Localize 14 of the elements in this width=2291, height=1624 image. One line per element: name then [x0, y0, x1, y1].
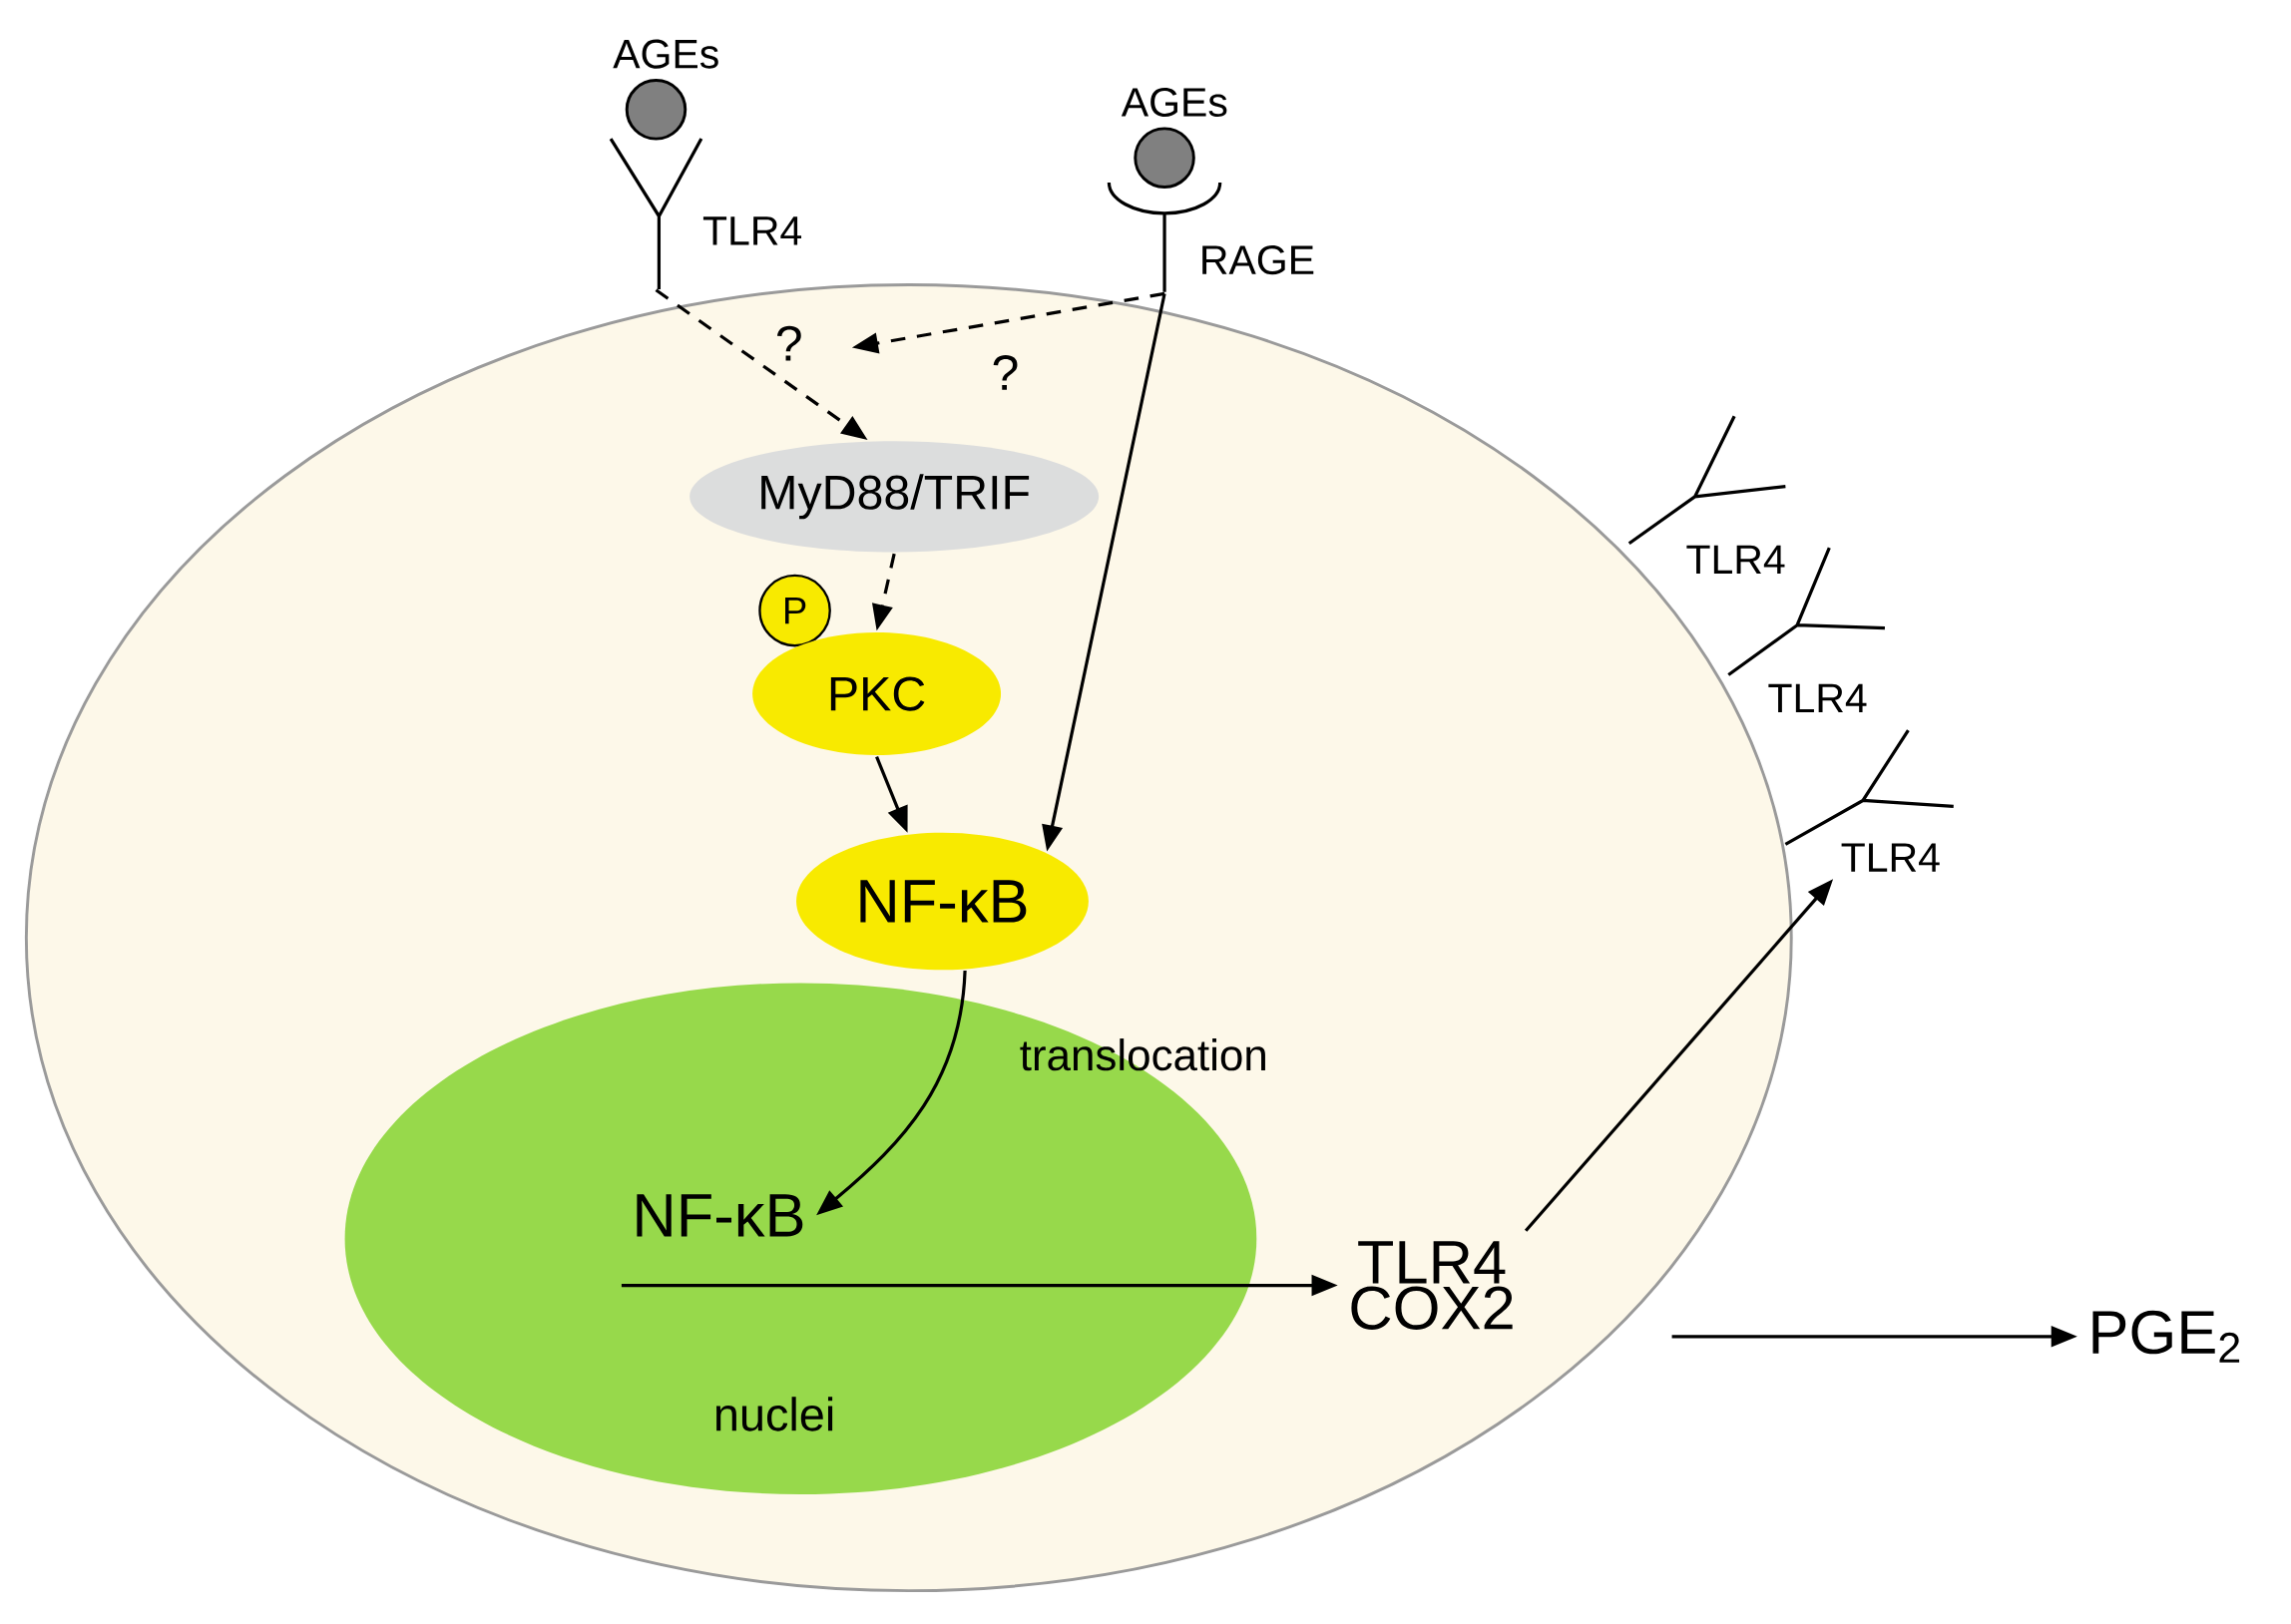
receptor-label: TLR4 — [1768, 683, 1867, 712]
receptor-label: TLR4 — [1841, 843, 1940, 872]
question-mark: ? — [993, 354, 1018, 390]
ligand-label: AGEs — [613, 39, 718, 69]
receptor-label: TLR4 — [702, 216, 802, 245]
oval-protein: NF-κB — [796, 832, 1089, 971]
oval-protein: MyD88/TRIF — [689, 441, 1100, 553]
receptor-label: RAGE — [1202, 244, 1314, 275]
question-mark: ? — [776, 325, 801, 361]
ligand-label: AGEs — [1121, 87, 1227, 117]
molecule-label: NF-κB — [637, 1194, 803, 1237]
molecule-label: TLR4 COX2 — [1351, 1241, 1513, 1330]
receptor-label: TLR4 — [1686, 545, 1785, 574]
molecule-label: PGE$_{2}$ — [2092, 1310, 2240, 1363]
